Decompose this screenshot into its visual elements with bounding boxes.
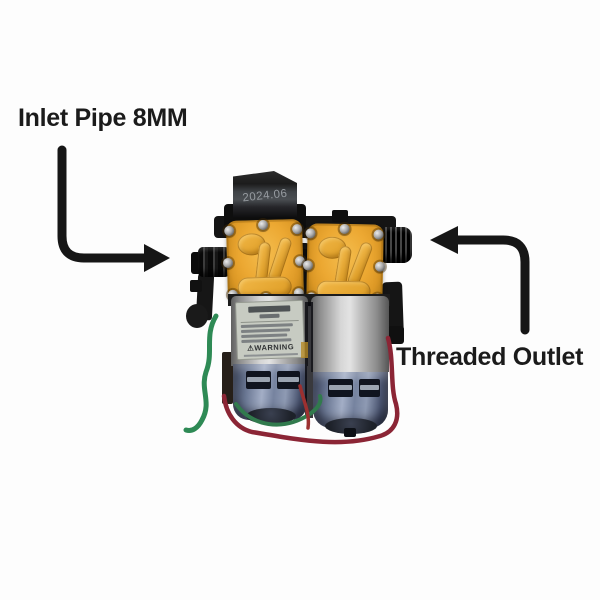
screw xyxy=(292,224,303,235)
screw xyxy=(374,261,386,272)
warning-text: ⚠WARNING xyxy=(246,342,295,353)
right-motor-body xyxy=(311,296,389,372)
label-spec-line xyxy=(241,333,288,339)
motor-vent xyxy=(359,379,380,397)
date-code-text: 2024.06 xyxy=(241,187,289,205)
left-motor-end-cap xyxy=(246,408,296,424)
motor-gap-glint xyxy=(301,342,308,358)
label-spec-line xyxy=(240,323,294,329)
motor-gap-shadow xyxy=(305,302,313,418)
vent-slit xyxy=(247,377,270,382)
label-brand-line xyxy=(248,305,291,313)
screw xyxy=(302,260,314,271)
right-motor-shaft-nub xyxy=(344,428,356,437)
motor-vent xyxy=(277,371,300,389)
motor-vent xyxy=(328,379,353,397)
manifold-tab xyxy=(332,210,348,222)
pressure-switch-cap: 2024.06 xyxy=(233,171,297,217)
vent-slit xyxy=(360,385,379,390)
label-model-line xyxy=(259,313,280,319)
vent-slit xyxy=(329,385,352,390)
threaded-outlet-fitting xyxy=(382,227,412,263)
screw xyxy=(222,257,234,269)
screw xyxy=(305,228,316,239)
inlet-pipe-tip xyxy=(191,252,201,274)
screw xyxy=(224,225,235,237)
left-bracket-foot xyxy=(186,304,208,328)
inlet-label: Inlet Pipe 8MM xyxy=(18,104,188,132)
left-pump-head xyxy=(222,219,306,304)
label-spec-line xyxy=(240,328,290,334)
outlet-label: Threaded Outlet xyxy=(396,343,584,371)
screw xyxy=(339,223,350,235)
right-bracket-foot xyxy=(388,326,404,344)
vent-slit xyxy=(278,377,299,382)
left-bracket-nub xyxy=(190,280,202,292)
motor-vent xyxy=(246,371,271,389)
green-wire xyxy=(183,313,219,433)
left-motor-spec-label: ⚠WARNING xyxy=(235,299,305,361)
screw xyxy=(257,219,269,231)
screw xyxy=(373,229,384,240)
